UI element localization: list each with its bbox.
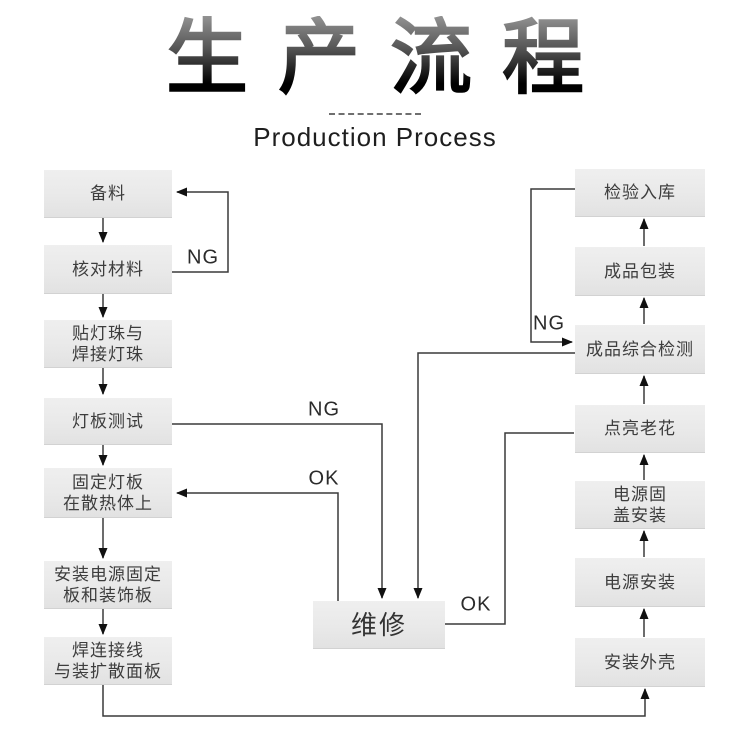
edge-label-ok-repair-to-aging: OK: [460, 593, 492, 616]
flow-edge-check-ng-loop-to-prepare: [172, 187, 229, 273]
flow-node-prepare-materials: 备料: [44, 170, 172, 218]
flow-node-label: 备料: [90, 184, 126, 203]
flow-node-label: 成品综合检测: [586, 339, 694, 359]
flow-node-label: 维修: [350, 609, 407, 640]
title-divider: [329, 113, 421, 115]
flow-edge-inspect-ng-to-comptest: [530, 188, 575, 347]
flow-node-label: 安装外壳: [604, 652, 676, 672]
flow-node-label: 成品包装: [604, 261, 676, 281]
flow-node-light-board-test: 灯板测试: [44, 398, 172, 445]
flow-node-label: 固定灯板: [72, 472, 144, 492]
flow-node-label: 灯板测试: [72, 411, 144, 431]
flow-edge-weld-to-shell-bottom-feed: [102, 684, 650, 717]
edge-label-ng-light-board-test: NG: [308, 398, 340, 421]
flow-node-label: 与装扩散面板: [54, 661, 162, 681]
edge-label-ng-check-materials: NG: [187, 246, 219, 269]
flow-node-lighting-aging: 点亮老花: [575, 405, 705, 453]
flow-node-label: 焊连接线: [72, 640, 144, 660]
flow-node-label: 电源固: [613, 484, 667, 504]
flow-node-finished-packaging: 成品包装: [575, 247, 705, 296]
flow-node-check-materials: 核对材料: [44, 245, 172, 294]
flow-node-psu-cover-install: 电源固盖安装: [575, 481, 705, 529]
page-subtitle: Production Process: [253, 122, 497, 152]
flow-edge-comptest-to-repair: [413, 352, 575, 599]
flow-node-label: 点亮老花: [604, 419, 676, 438]
flow-node-shell-install: 安装外壳: [575, 638, 705, 687]
flow-node-comprehensive-test: 成品综合检测: [575, 325, 705, 374]
flow-node-install-psu-fix-plate: 安装电源固定板和装饰板: [44, 561, 172, 609]
flow-node-label: 安装电源固定: [54, 564, 162, 584]
flow-node-label: 板和装饰板: [63, 585, 153, 605]
flow-node-label: 贴灯珠与: [72, 323, 144, 343]
flow-node-label: 焊接灯珠: [72, 344, 144, 364]
flow-node-psu-install: 电源安装: [575, 558, 705, 607]
flow-edge-repair-ok-to-aging: [445, 432, 574, 625]
flow-node-fix-board-on-heatsink: 固定灯板在散热体上: [44, 468, 172, 518]
flow-node-weld-wires-diffuser: 焊连接线与装扩散面板: [44, 637, 172, 685]
flow-node-inspect-warehouse: 检验入库: [575, 169, 705, 217]
flow-edge-test-ng-to-repair: [172, 423, 387, 599]
edge-label-ng-inspect-warehouse: NG: [533, 312, 565, 335]
flow-node-repair: 维修: [313, 601, 445, 649]
flow-node-label: 在散热体上: [63, 493, 153, 513]
flow-node-mount-weld-leds: 贴灯珠与焊接灯珠: [44, 320, 172, 368]
flow-node-label: 核对材料: [72, 259, 144, 279]
flow-node-label: 电源安装: [604, 572, 676, 592]
edge-label-ok-repair-to-fix: OK: [308, 467, 340, 490]
page-title: 生产流程: [0, 15, 750, 102]
flow-node-label: 盖安装: [613, 505, 667, 525]
flow-edge-repair-ok-to-fix: [176, 488, 339, 601]
flow-node-label: 检验入库: [604, 183, 676, 202]
